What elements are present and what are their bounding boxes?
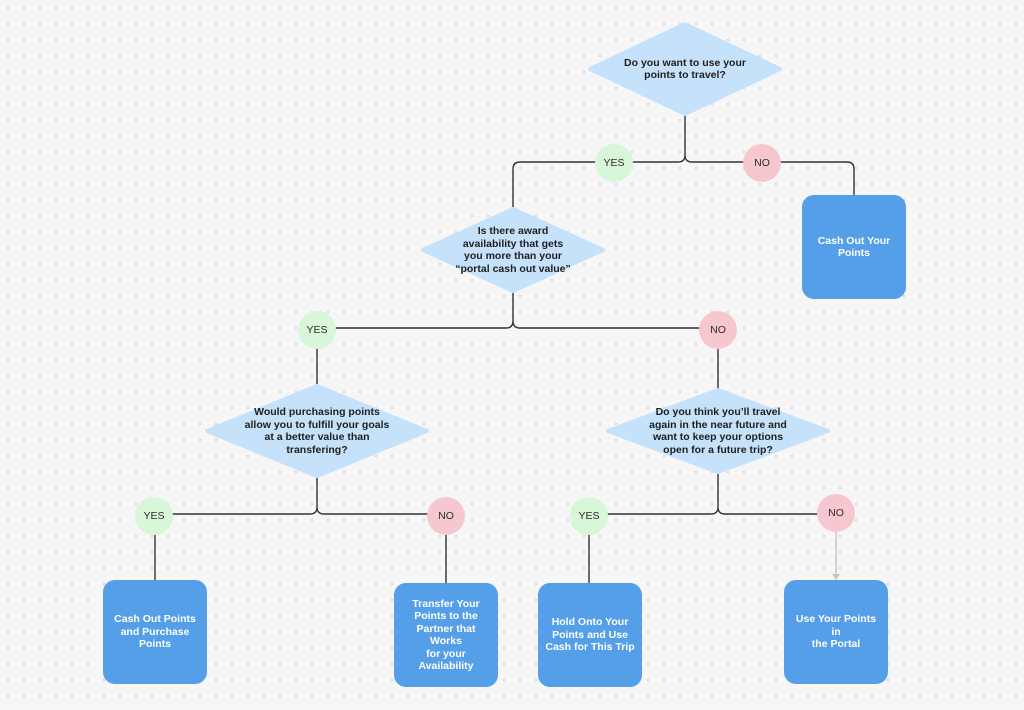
no-badge-purchase: NO	[427, 497, 465, 535]
connector-q2-branches	[316, 290, 719, 390]
outcome-hold-points: Hold Onto Your Points and Use Cash for T…	[538, 583, 642, 687]
no-badge-travel: NO	[743, 144, 781, 182]
no-badge-award: NO	[699, 311, 737, 349]
decision-future-travel: Do you think you’ll travel again in the …	[606, 388, 830, 474]
decision-award-availability: Is there award availability that gets yo…	[421, 207, 605, 293]
diamond-shape	[588, 22, 782, 116]
outcome-use-portal: Use Your Points in the Portal	[784, 580, 888, 684]
connector-q4-branches	[588, 472, 837, 583]
diamond-shape	[205, 384, 429, 478]
connector-q1-branches	[512, 114, 855, 210]
diamond-shape	[421, 207, 605, 293]
decision-purchase-points: Would purchasing points allow you to ful…	[205, 384, 429, 478]
yes-badge-purchase: YES	[135, 497, 173, 535]
no-badge-future: NO	[817, 494, 855, 532]
yes-badge-award: YES	[298, 311, 336, 349]
decision-travel: Do you want to use your points to travel…	[588, 22, 782, 116]
decision-travel-text: Do you want to use your points to travel…	[624, 56, 746, 82]
outcome-cash-out-and-purchase: Cash Out Points and Purchase Points	[103, 580, 207, 684]
decision-purchase-points-text: Would purchasing points allow you to ful…	[244, 406, 390, 456]
decision-future-travel-text: Do you think you’ll travel again in the …	[649, 406, 787, 456]
yes-badge-future: YES	[570, 497, 608, 535]
outcome-transfer-to-partner: Transfer Your Points to the Partner that…	[394, 583, 498, 687]
connector-q3-branches	[154, 476, 447, 583]
yes-badge-travel: YES	[595, 144, 633, 182]
diamond-shape	[606, 388, 830, 474]
outcome-cash-out: Cash Out Your Points	[802, 195, 906, 299]
decision-award-availability-text: Is there award availability that gets yo…	[455, 225, 571, 275]
